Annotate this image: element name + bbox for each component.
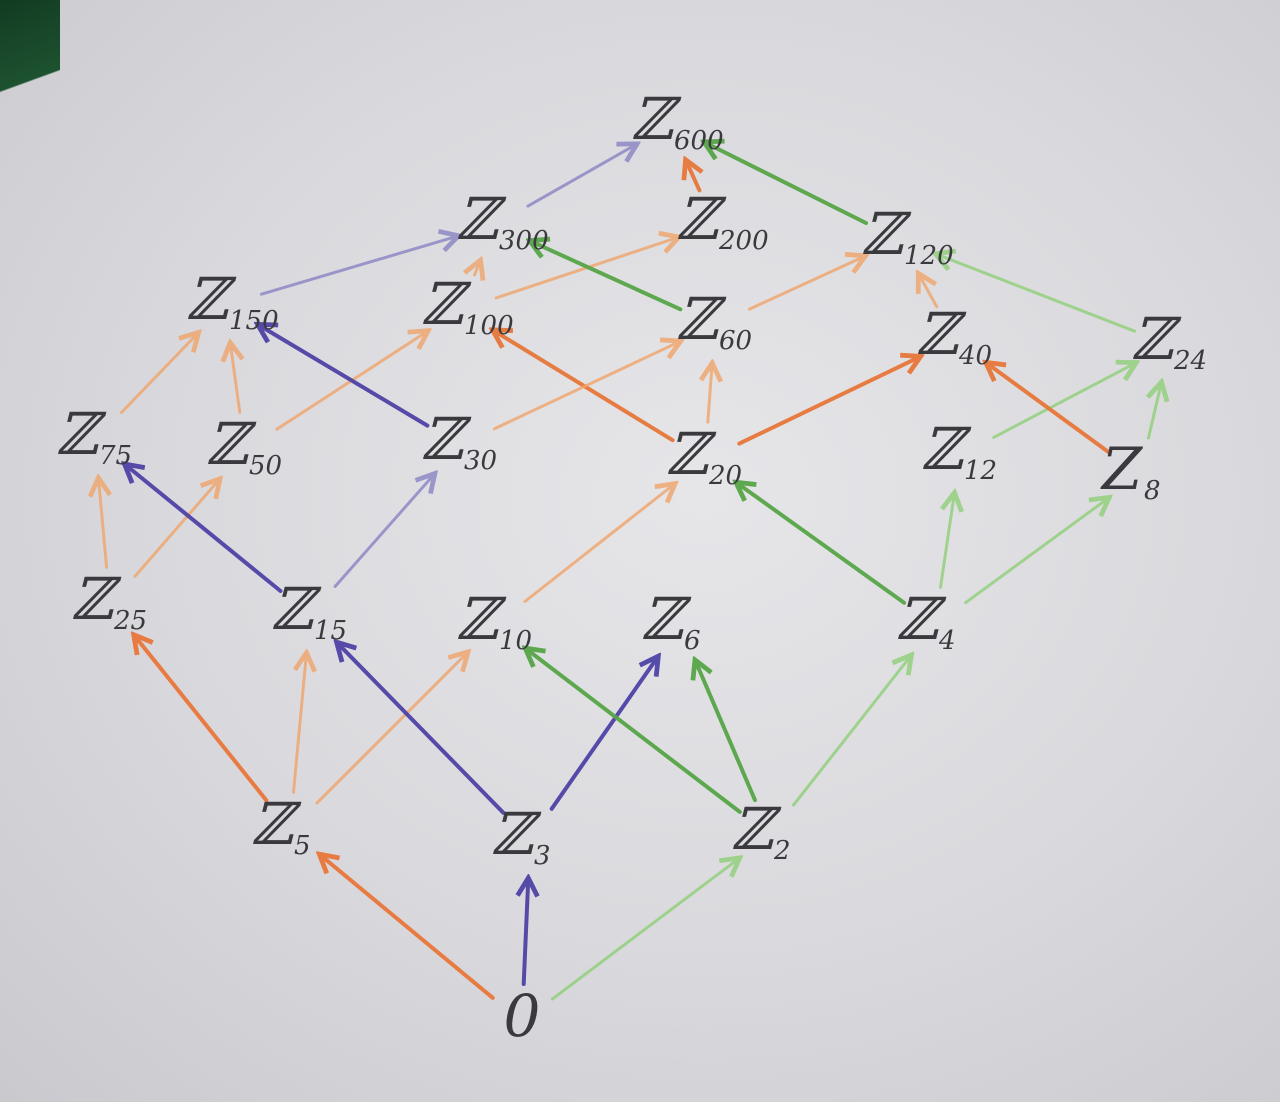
edge-z30-to-z60 [492, 341, 680, 431]
background-corner [0, 0, 60, 130]
edge-z3-to-z6 [549, 656, 659, 811]
edge-z24-to-z120 [935, 254, 1137, 333]
node-subscript-z5: 5 [294, 831, 311, 861]
node-subscript-z24: 24 [1173, 346, 1207, 376]
edge-z50-to-z150 [230, 343, 240, 414]
edge-z20-to-z100 [492, 330, 675, 443]
node-subscript-z2: 2 [773, 836, 791, 866]
edge-z5-to-z25 [134, 635, 269, 803]
edge-z200-to-z600 [686, 160, 700, 193]
node-0: 0 [504, 982, 541, 1050]
node-subscript-z20: 20 [708, 461, 742, 491]
edge-0-to-z5 [319, 854, 495, 1000]
node-subscript-z10: 10 [499, 626, 532, 656]
node-subscript-z100: 100 [464, 311, 514, 341]
node-subscript-z15: 15 [314, 616, 347, 646]
edge-z120-to-z600 [704, 142, 868, 225]
edge-z4-to-z8 [964, 497, 1110, 605]
edge-z20-to-z40 [737, 356, 920, 446]
edge-z2-to-z10 [525, 648, 742, 814]
edge-z5-to-z10 [315, 652, 468, 805]
edge-z60-to-z300 [530, 241, 683, 312]
node-subscript-z120: 120 [904, 241, 954, 271]
edge-z10-to-z20 [523, 484, 675, 603]
node-subscript-z150: 150 [229, 306, 279, 336]
node-subscript-z300: 300 [499, 226, 549, 256]
node-letter-z8: Z [1100, 435, 1144, 503]
edge-z8-to-z24 [1149, 382, 1162, 440]
node-subscript-z60: 60 [719, 326, 752, 356]
node-subscript-z8: 8 [1144, 476, 1161, 506]
node-subscript-z6: 6 [684, 626, 701, 656]
edge-z25-to-z50 [133, 479, 220, 578]
node-subscript-z3: 3 [534, 841, 551, 871]
node-subscript-z4: 4 [938, 626, 956, 656]
edge-z2-to-z4 [792, 655, 912, 807]
edge-z15-to-z75 [125, 464, 283, 593]
edge-z60-to-z120 [748, 256, 866, 311]
node-subscript-z50: 50 [249, 451, 282, 481]
node-subscript-z12: 12 [964, 456, 997, 486]
edge-z3-to-z15 [337, 642, 506, 815]
edge-z4-to-z12 [939, 493, 955, 589]
edge-z40-to-z120 [918, 273, 939, 309]
edge-0-to-z2 [550, 858, 739, 1001]
edge-z30-to-z150 [258, 324, 430, 428]
edge-z8-to-z40 [986, 362, 1112, 455]
node-subscript-z25: 25 [113, 606, 147, 636]
node-subscript-z75: 75 [99, 441, 132, 471]
node-label-0: 0 [504, 982, 541, 1050]
node-subscript-z200: 200 [718, 226, 769, 256]
node-subscript-z600: 600 [674, 126, 724, 156]
edge-0-to-z3 [524, 878, 529, 986]
edge-z5-to-z15 [292, 653, 307, 794]
edge-z300-to-z600 [526, 144, 637, 208]
node-subscript-z40: 40 [958, 341, 992, 371]
edges-layer [98, 142, 1162, 1001]
edge-z20-to-z60 [708, 363, 712, 424]
edge-z12-to-z24 [992, 363, 1137, 439]
edge-z25-to-z75 [98, 478, 106, 569]
node-subscript-z30: 30 [464, 446, 497, 476]
edge-z4-to-z20 [736, 482, 907, 605]
edge-z15-to-z30 [333, 474, 435, 588]
edge-z2-to-z6 [695, 660, 757, 803]
edge-z75-to-z150 [119, 332, 198, 415]
edge-z100-to-z300 [475, 260, 481, 275]
edge-z150-to-z300 [259, 236, 458, 296]
